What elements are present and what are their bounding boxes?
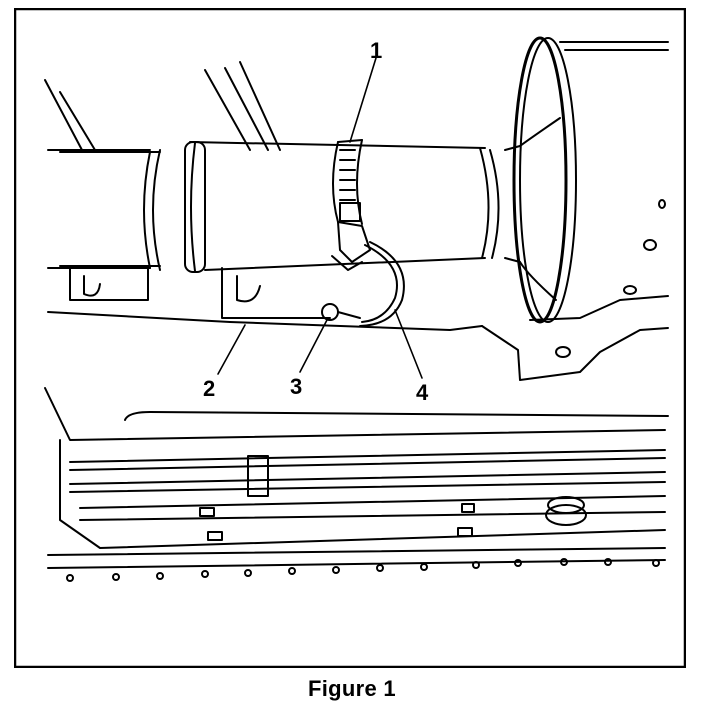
figure-caption: Figure 1: [308, 676, 396, 701]
frame-rails: [44, 61, 281, 269]
figure-illustration: 1 2 3 4: [14, 8, 686, 668]
leader-lines: [217, 57, 423, 379]
callout-3: 3: [290, 374, 302, 399]
retaining-wire: [321, 241, 405, 327]
bracket: [47, 199, 669, 381]
figure-border: [14, 8, 686, 668]
exhaust-clamp: [331, 139, 371, 271]
muffler-end: [512, 36, 669, 324]
exhaust-pipe: [59, 141, 521, 273]
callout-1: 1: [370, 38, 382, 63]
callout-2: 2: [203, 376, 215, 401]
callout-4: 4: [416, 380, 429, 405]
frame-rail-lower: [44, 387, 669, 582]
